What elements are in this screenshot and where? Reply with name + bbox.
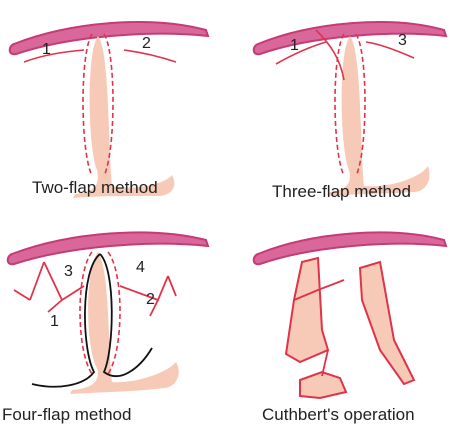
caption-four-flap: Four-flap method <box>2 405 131 424</box>
caption-two-flap: Two-flap method <box>32 178 158 197</box>
cleft-flap <box>73 36 174 198</box>
flap-line-1 <box>24 50 84 62</box>
flap-label-1: 1 <box>42 41 51 58</box>
panel-cuthbert: Cuthbert's operation <box>254 232 446 424</box>
flap-label-4: 4 <box>136 259 145 276</box>
palatal-arch <box>254 232 446 264</box>
flap-label-3: 3 <box>64 263 73 280</box>
panel-two-flap: 1 2 Two-flap method <box>10 22 208 198</box>
caption-cuthbert: Cuthbert's operation <box>262 405 415 424</box>
z-plasty-left <box>14 262 84 312</box>
cleft-flap <box>70 252 179 394</box>
flap-label-1: 1 <box>50 313 59 330</box>
flap-left <box>286 258 328 362</box>
palatal-arch <box>8 232 208 264</box>
panel-three-flap: 1 3 Three-flap method <box>254 22 446 201</box>
flap-label-3: 3 <box>398 32 407 49</box>
flap-label-2: 2 <box>142 35 151 52</box>
caption-three-flap: Three-flap method <box>272 182 411 201</box>
flap-bottom <box>300 372 346 398</box>
flap-label-1: 1 <box>290 37 299 54</box>
flap-label-2: 2 <box>146 291 155 308</box>
flap-right <box>360 262 414 384</box>
panel-four-flap: 3 4 1 2 Four-flap method <box>2 232 208 424</box>
